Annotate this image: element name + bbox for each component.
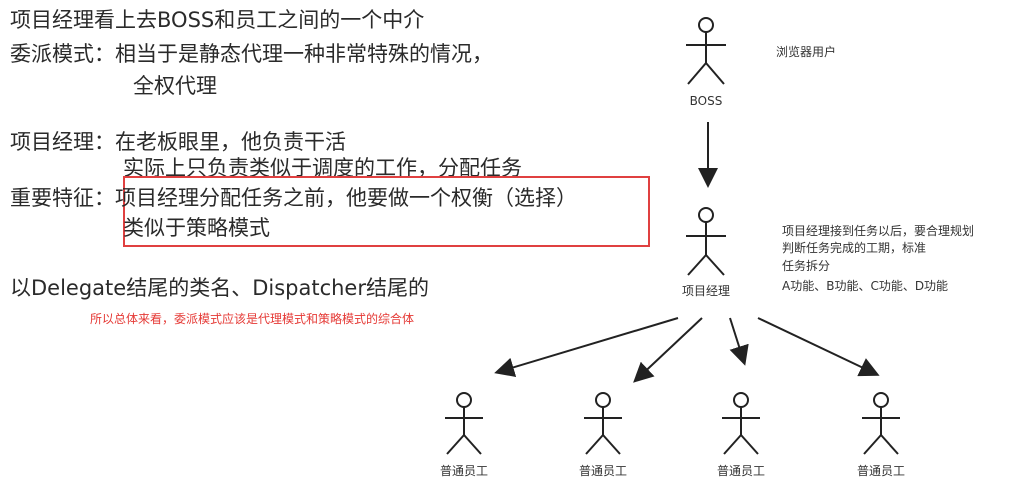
employee-actor-icon <box>584 392 622 455</box>
boss-actor-icon <box>686 17 726 85</box>
manager-label: 项目经理 <box>682 284 730 298</box>
note-line-1: 项目经理看上去BOSS和员工之间的一个中介 <box>10 8 425 32</box>
note-line-3: 全权代理 <box>133 74 217 98</box>
manager-note-line-4: A功能、B功能、C功能、D功能 <box>782 279 948 293</box>
note-line-4: 项目经理：在老板眼里，他负责干活 <box>10 130 346 154</box>
employee-label-2: 普通员工 <box>579 464 627 478</box>
note-line-8: 以Delegate结尾的类名、Dispatcher结尾的 <box>10 276 429 300</box>
employee-label-4: 普通员工 <box>857 464 905 478</box>
manager-to-employee-1-arrow <box>494 317 679 377</box>
note-line-2: 委派模式：相当于是静态代理一种非常特殊的情况， <box>10 42 493 66</box>
employee-label-1: 普通员工 <box>440 464 488 478</box>
note-line-7: 类似于策略模式 <box>123 216 270 240</box>
summary-note: 所以总体来看，委派模式应该是代理模式和策略模式的综合体 <box>90 312 415 326</box>
employee-actor-icon <box>722 392 760 455</box>
employee-actor-icon <box>445 392 483 455</box>
manager-note-line-2: 判断任务完成的工期，标准 <box>782 240 926 255</box>
note-line-6: 重要特征：项目经理分配任务之前，他要做一个权衡（选择） <box>10 186 577 210</box>
manager-actor-icon <box>686 207 726 276</box>
boss-note: 浏览器用户 <box>776 44 836 59</box>
employee-actor-icon <box>862 392 900 455</box>
highlight-box <box>123 176 650 247</box>
manager-note-line-3: 任务拆分 <box>782 258 830 273</box>
boss-label: BOSS <box>690 94 723 108</box>
manager-to-employee-4-arrow <box>757 317 880 377</box>
employee-label-3: 普通员工 <box>717 464 765 478</box>
manager-to-employee-3-arrow <box>729 317 749 366</box>
manager-to-employee-2-arrow <box>633 317 703 383</box>
manager-note-line-1: 项目经理接到任务以后，要合理规划 <box>782 223 974 238</box>
notes-panel: 项目经理看上去BOSS和员工之间的一个中介 委派模式：相当于是静态代理一种非常特… <box>10 0 650 484</box>
